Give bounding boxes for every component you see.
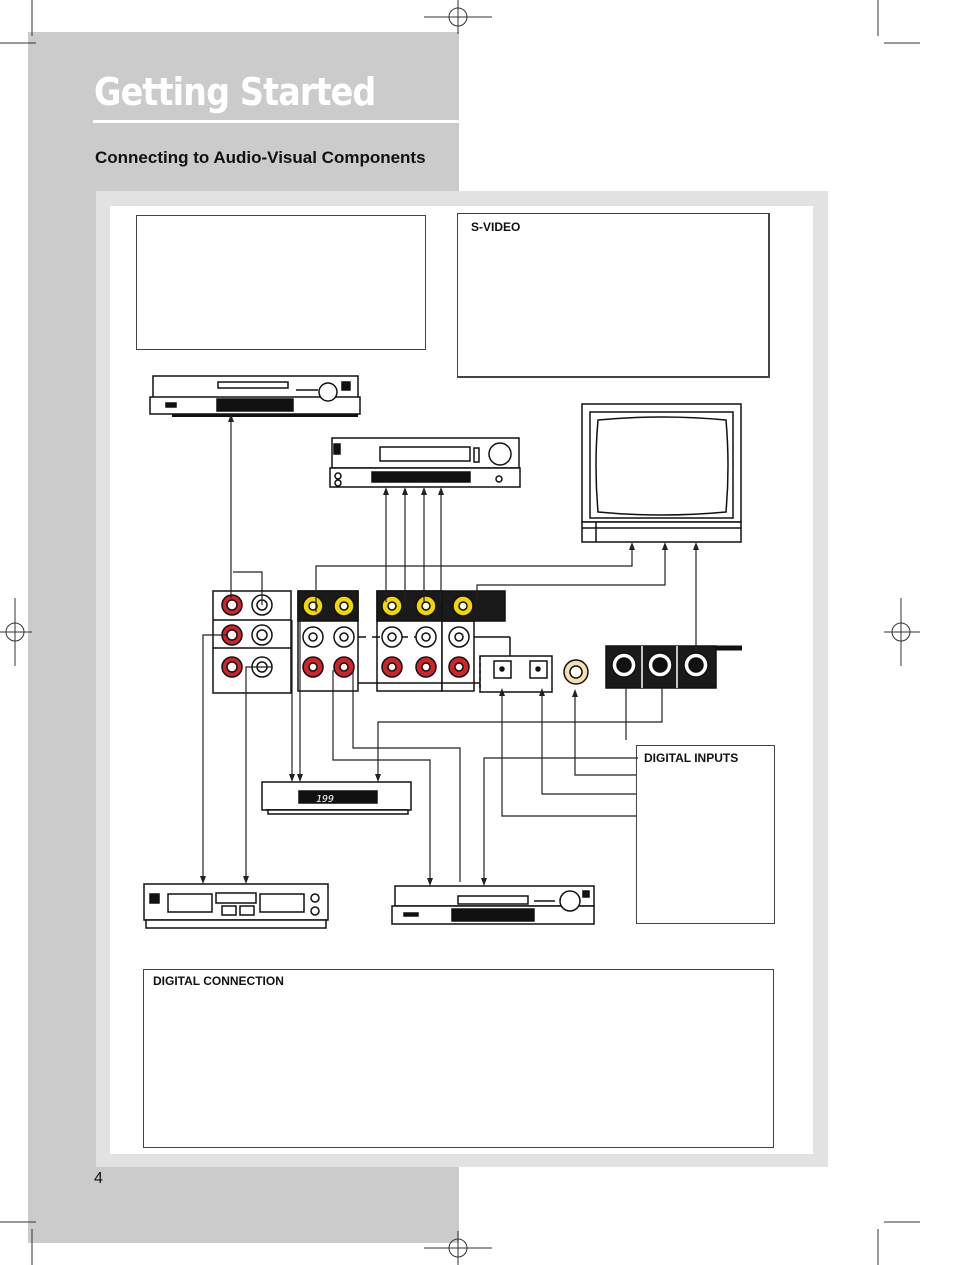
- av-input-jacks: [297, 590, 511, 692]
- digital-connection-label: DIGITAL CONNECTION: [153, 974, 284, 988]
- tuner-box: [261, 781, 412, 815]
- s-video-label: S-VIDEO: [471, 220, 521, 234]
- coaxial-jack-icon: [563, 659, 589, 685]
- cassette-deck: [143, 883, 329, 929]
- digital-connection-box: DIGITAL CONNECTION: [143, 969, 774, 1148]
- rca-jack-icon: [302, 595, 474, 678]
- title-underline: [93, 120, 459, 123]
- registration-target-icon: [0, 0, 920, 1265]
- optical-jack-icon: [479, 655, 553, 693]
- connection-cables: [200, 414, 699, 886]
- dvd-recorder: [391, 885, 595, 925]
- crop-mark-icon: [0, 0, 920, 1265]
- s-video-jack-icon: [605, 645, 742, 689]
- digital-inputs-label: DIGITAL INPUTS: [644, 751, 739, 765]
- page-title: Getting Started: [94, 70, 376, 114]
- s-video-box: S-VIDEO: [457, 213, 770, 378]
- dvd-player: [149, 375, 361, 417]
- note-box-top-left: [136, 215, 426, 350]
- television: [581, 403, 742, 543]
- digital-inputs-box: DIGITAL INPUTS: [636, 745, 775, 924]
- page-number: 4: [94, 1170, 103, 1187]
- section-heading: Connecting to Audio-Visual Components: [95, 148, 426, 167]
- audio-input-jacks: [212, 590, 292, 694]
- vcr: [329, 437, 521, 488]
- tuner-display-readout: 199: [316, 794, 334, 805]
